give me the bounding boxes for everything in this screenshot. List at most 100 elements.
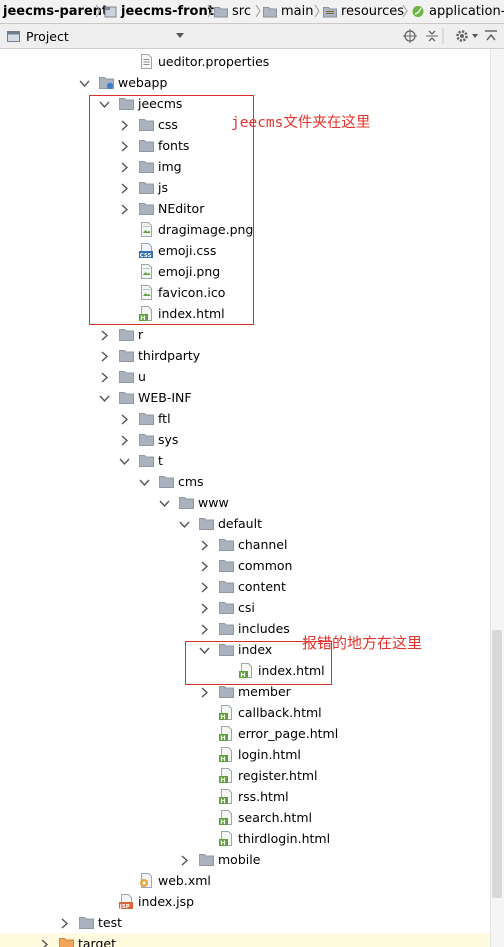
breadcrumb-item-main[interactable]: main <box>281 4 314 19</box>
breadcrumb-item-resources[interactable]: resources <box>341 4 405 19</box>
breadcrumb-item-jeecms-parent[interactable]: jeecms-parent <box>3 4 109 19</box>
expanded-arrow-icon[interactable] <box>99 98 110 109</box>
folder-icon <box>118 390 134 405</box>
html-file-icon: H <box>219 789 234 805</box>
tree-item[interactable]: sys <box>0 429 490 450</box>
tree-item-label: csi <box>238 600 255 615</box>
tree-item[interactable]: WEB-INF <box>0 387 490 408</box>
collapsed-arrow-icon[interactable] <box>199 686 210 698</box>
expanded-arrow-icon[interactable] <box>99 392 110 403</box>
tree-item-label: favicon.ico <box>158 285 226 300</box>
tree-item[interactable]: css <box>0 114 490 135</box>
breadcrumb-item-src[interactable]: src <box>232 4 251 19</box>
tree-item[interactable]: t <box>0 450 490 471</box>
image-file-icon <box>139 285 154 300</box>
tree-item[interactable]: webapp <box>0 72 490 93</box>
tree-item[interactable]: favicon.ico <box>0 282 490 303</box>
collapsed-arrow-icon[interactable] <box>199 539 210 551</box>
collapsed-arrow-icon[interactable] <box>119 203 130 215</box>
tree-item[interactable]: thirdparty <box>0 345 490 366</box>
view-dropdown-icon[interactable] <box>176 24 185 48</box>
collapsed-arrow-icon[interactable] <box>119 182 130 194</box>
collapsed-arrow-icon[interactable] <box>199 560 210 572</box>
tree-item[interactable]: js <box>0 177 490 198</box>
tree-item[interactable]: index <box>0 639 490 660</box>
tree-item[interactable]: test <box>0 912 490 933</box>
resources-folder-icon <box>323 5 337 18</box>
tree-item[interactable]: includes <box>0 618 490 639</box>
expanded-arrow-icon[interactable] <box>79 77 90 88</box>
tree-item[interactable]: emoji.png <box>0 261 490 282</box>
breadcrumb-item-application-config[interactable]: application-c <box>429 4 504 19</box>
tree-item-label: fonts <box>158 138 190 153</box>
collapsed-arrow-icon[interactable] <box>99 329 110 341</box>
collapsed-arrow-icon[interactable] <box>99 371 110 383</box>
collapsed-arrow-icon[interactable] <box>199 602 210 614</box>
breadcrumb-item-jeecms-front[interactable]: jeecms-front <box>121 4 214 19</box>
tree-item[interactable]: u <box>0 366 490 387</box>
tree-item[interactable]: ftl <box>0 408 490 429</box>
collapsed-arrow-icon[interactable] <box>119 140 130 152</box>
collapsed-arrow-icon[interactable] <box>119 119 130 131</box>
tree-item[interactable]: cms <box>0 471 490 492</box>
spring-config-icon <box>411 5 425 18</box>
collapsed-arrow-icon[interactable] <box>179 854 190 866</box>
tree-item-label: register.html <box>238 768 318 783</box>
tree-item[interactable]: NEditor <box>0 198 490 219</box>
tree-item[interactable]: default <box>0 513 490 534</box>
expanded-arrow-icon[interactable] <box>119 455 130 466</box>
tree-item[interactable]: common <box>0 555 490 576</box>
tree-item[interactable]: fonts <box>0 135 490 156</box>
tree-item[interactable]: channel <box>0 534 490 555</box>
project-view-selector[interactable]: Project <box>26 28 69 44</box>
tree-item[interactable]: mobile <box>0 849 490 870</box>
tree-item[interactable]: r <box>0 324 490 345</box>
tree-scrollbar-thumb[interactable] <box>492 630 502 898</box>
tree-item-label: target <box>78 936 117 947</box>
expanded-arrow-icon[interactable] <box>159 497 170 508</box>
gear-icon[interactable] <box>454 24 470 48</box>
tree-item-label: login.html <box>238 747 301 762</box>
collapsed-arrow-icon[interactable] <box>199 581 210 593</box>
tree-item[interactable]: csi <box>0 597 490 618</box>
tree-item-label: thirdparty <box>138 348 201 363</box>
tree-item[interactable]: ueditor.properties <box>0 51 490 72</box>
collapsed-arrow-icon[interactable] <box>99 350 110 362</box>
expanded-arrow-icon[interactable] <box>179 518 190 529</box>
tree-item[interactable]: target <box>0 933 490 947</box>
collapsed-arrow-icon[interactable] <box>119 161 130 173</box>
tree-item[interactable]: web.xml <box>0 870 490 891</box>
scroll-from-source-icon[interactable] <box>403 24 417 48</box>
hide-toolwindow-icon[interactable] <box>484 24 498 48</box>
collapsed-arrow-icon[interactable] <box>119 434 130 446</box>
collapsed-arrow-icon[interactable] <box>59 917 70 929</box>
svg-text:H: H <box>220 818 225 825</box>
collapsed-arrow-icon[interactable] <box>39 938 50 947</box>
tree-item[interactable]: jeecms <box>0 93 490 114</box>
tree-item[interactable]: www <box>0 492 490 513</box>
tree-item-label: includes <box>238 621 290 636</box>
expanded-arrow-icon[interactable] <box>199 644 210 655</box>
folder-icon <box>138 453 154 468</box>
collapsed-arrow-icon[interactable] <box>119 413 130 425</box>
tree-item[interactable]: dragimage.png <box>0 219 490 240</box>
collapsed-arrow-icon[interactable] <box>199 623 210 635</box>
collapse-all-icon[interactable] <box>425 24 439 48</box>
expanded-arrow-icon[interactable] <box>139 476 150 487</box>
tree-item-label: common <box>238 558 293 573</box>
tree-item[interactable]: member <box>0 681 490 702</box>
tree-item[interactable]: img <box>0 156 490 177</box>
tree-item[interactable]: content <box>0 576 490 597</box>
options-dropdown-icon[interactable] <box>472 24 479 48</box>
